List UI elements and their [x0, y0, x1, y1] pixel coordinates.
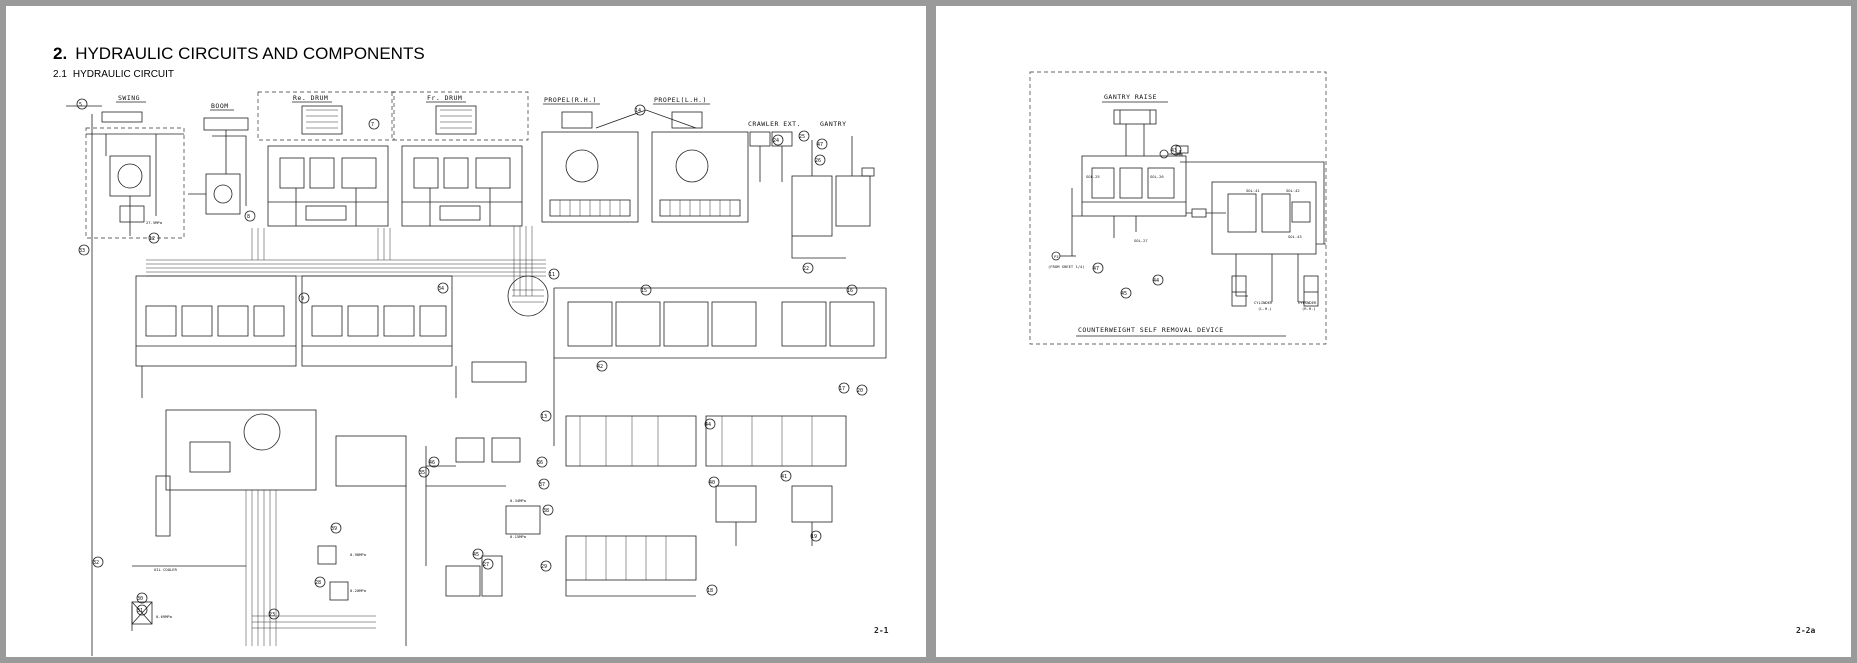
balloon-23: 23	[269, 612, 275, 618]
label-swing: SWING	[118, 94, 140, 102]
balloon-15: 15	[641, 288, 647, 294]
balloon-29: 29	[541, 564, 547, 570]
label-pressure-2: 0.98MPa	[350, 552, 366, 557]
label-cylinder-rh-side: (R.H.)	[1302, 306, 1316, 311]
balloon-7: 7	[371, 122, 374, 128]
label-crawler-ext: CRAWLER EXT.	[748, 120, 801, 128]
balloon-47: 47	[817, 142, 823, 148]
balloon-9: 9	[301, 296, 304, 302]
label-swing-pressure: 27.5MPa	[146, 220, 162, 225]
label-sol-25: SOL-25	[1086, 174, 1100, 179]
label-cylinder-lh-side: (L.H.)	[1258, 306, 1272, 311]
balloon-17: 17	[839, 386, 845, 392]
balloon-45-ring	[1120, 287, 1132, 299]
balloon-28: 28	[315, 580, 321, 586]
balloon-36: 36	[537, 460, 543, 466]
subsection-number: 2.1	[53, 69, 67, 80]
label-counterweight-device: COUNTERWEIGHT SELF REMOVAL DEVICE	[1078, 326, 1224, 334]
balloon-12: 12	[149, 236, 155, 242]
subsection-title: HYDRAULIC CIRCUIT	[72, 69, 175, 80]
balloon-22: 22	[803, 266, 809, 272]
balloon-31: 31	[137, 608, 143, 614]
label-pressure-5: 0.15MPa	[510, 534, 526, 539]
balloon-40: 40	[709, 480, 715, 486]
balloon-35: 35	[419, 470, 425, 476]
callout-balloons: 5 7 8 9 11 12 13 14 15 16 17 18 19 20 22…	[76, 98, 868, 620]
label-pressure-1: 0.69MPa	[156, 614, 172, 619]
balloon-43-ring	[1170, 144, 1182, 156]
label-from-sheet: (FROM SHEET 1/4)	[1048, 264, 1085, 269]
balloon-19: 19	[811, 534, 817, 540]
label-gantry: GANTRY	[820, 120, 846, 128]
balloon-25: 25	[799, 134, 805, 140]
label-propel-rh: PROPEL(R.H.)	[544, 96, 597, 104]
label-re-drum: Re. DRUM	[293, 94, 328, 102]
label-pressure-3: 0.20MPa	[350, 588, 366, 593]
label-cylinder-lh: CYLINDER	[1254, 300, 1273, 305]
balloon-30: 30	[137, 596, 143, 602]
label-sol-27: SOL-27	[1134, 238, 1148, 243]
section-heading: 2. HYDRAULIC CIRCUITS AND COMPONENTS	[53, 44, 425, 64]
balloon-13: 13	[541, 414, 547, 420]
balloon-16: 16	[847, 288, 853, 294]
balloon-34: 34	[438, 286, 444, 292]
balloon-39: 39	[331, 526, 337, 532]
page-number: 2-1	[874, 626, 889, 635]
balloon-33: 33	[79, 248, 85, 254]
balloon-42: 42	[597, 364, 603, 370]
balloon-46: 46	[429, 460, 435, 466]
hydraulic-circuit-diagram: SWING BOOM Re. DRUM Fr. DRUM PROPEL(R.H.…	[66, 91, 887, 656]
balloon-45: 45	[1121, 291, 1127, 297]
label-pressure-4: 0.34MPa	[510, 498, 526, 503]
manual-page-left: 2. HYDRAULIC CIRCUITS AND COMPONENTS 2.1 H…	[6, 6, 926, 657]
balloon-5: 5	[79, 102, 82, 108]
balloon-20: 20	[857, 388, 863, 394]
balloon-44-ring	[1152, 274, 1164, 286]
balloon-44: 44	[1153, 278, 1159, 284]
section-number: 2.	[53, 44, 68, 63]
balloon-45: 45	[473, 552, 479, 558]
balloon-14: 14	[635, 108, 641, 114]
balloon-43: 43	[1171, 148, 1177, 154]
balloon-18: 18	[707, 588, 713, 594]
label-sol-26: SOL-26	[1150, 174, 1164, 179]
page-number: 2-2a	[1796, 626, 1816, 635]
device-boundary	[1029, 71, 1327, 345]
label-cylinder-rh: CYLINDER	[1298, 300, 1317, 305]
label-sol-41: SOL-41	[1246, 188, 1260, 193]
balloon-11: 11	[549, 272, 555, 278]
label-fr-drum: Fr. DRUM	[427, 94, 462, 102]
balloon-37: 37	[539, 482, 545, 488]
label-oil-cooler: OIL COOLER	[154, 567, 178, 572]
balloon-24: 24	[773, 138, 779, 144]
subsection-heading: 2.1 HYDRAULIC CIRCUIT	[53, 69, 174, 80]
balloon-8: 8	[247, 214, 250, 220]
label-p3: P3	[1054, 254, 1059, 259]
balloon-32: 32	[93, 560, 99, 566]
label-propel-lh: PROPEL(L.H.)	[654, 96, 707, 104]
balloon-41: 41	[781, 474, 787, 480]
label-boom: BOOM	[211, 102, 229, 110]
label-sol-42: SOL-42	[1286, 188, 1300, 193]
counterweight-circuit-diagram: GANTRY RAISE SOL-25 SOL-26 SOL-27 SOL-41…	[1029, 71, 1327, 345]
balloon-38: 38	[543, 508, 549, 514]
label-gantry-raise: GANTRY RAISE	[1104, 93, 1157, 101]
section-title: HYDRAULIC CIRCUITS AND COMPONENTS	[75, 44, 425, 63]
balloon-47: 47	[1093, 266, 1099, 272]
label-sol-43: SOL-43	[1288, 234, 1302, 239]
balloon-26: 26	[815, 158, 821, 164]
balloon-47-ring	[1092, 262, 1104, 274]
balloon-44: 44	[705, 422, 711, 428]
manual-page-right: GANTRY RAISE SOL-25 SOL-26 SOL-27 SOL-41…	[936, 6, 1851, 657]
balloon-27: 27	[483, 562, 489, 568]
